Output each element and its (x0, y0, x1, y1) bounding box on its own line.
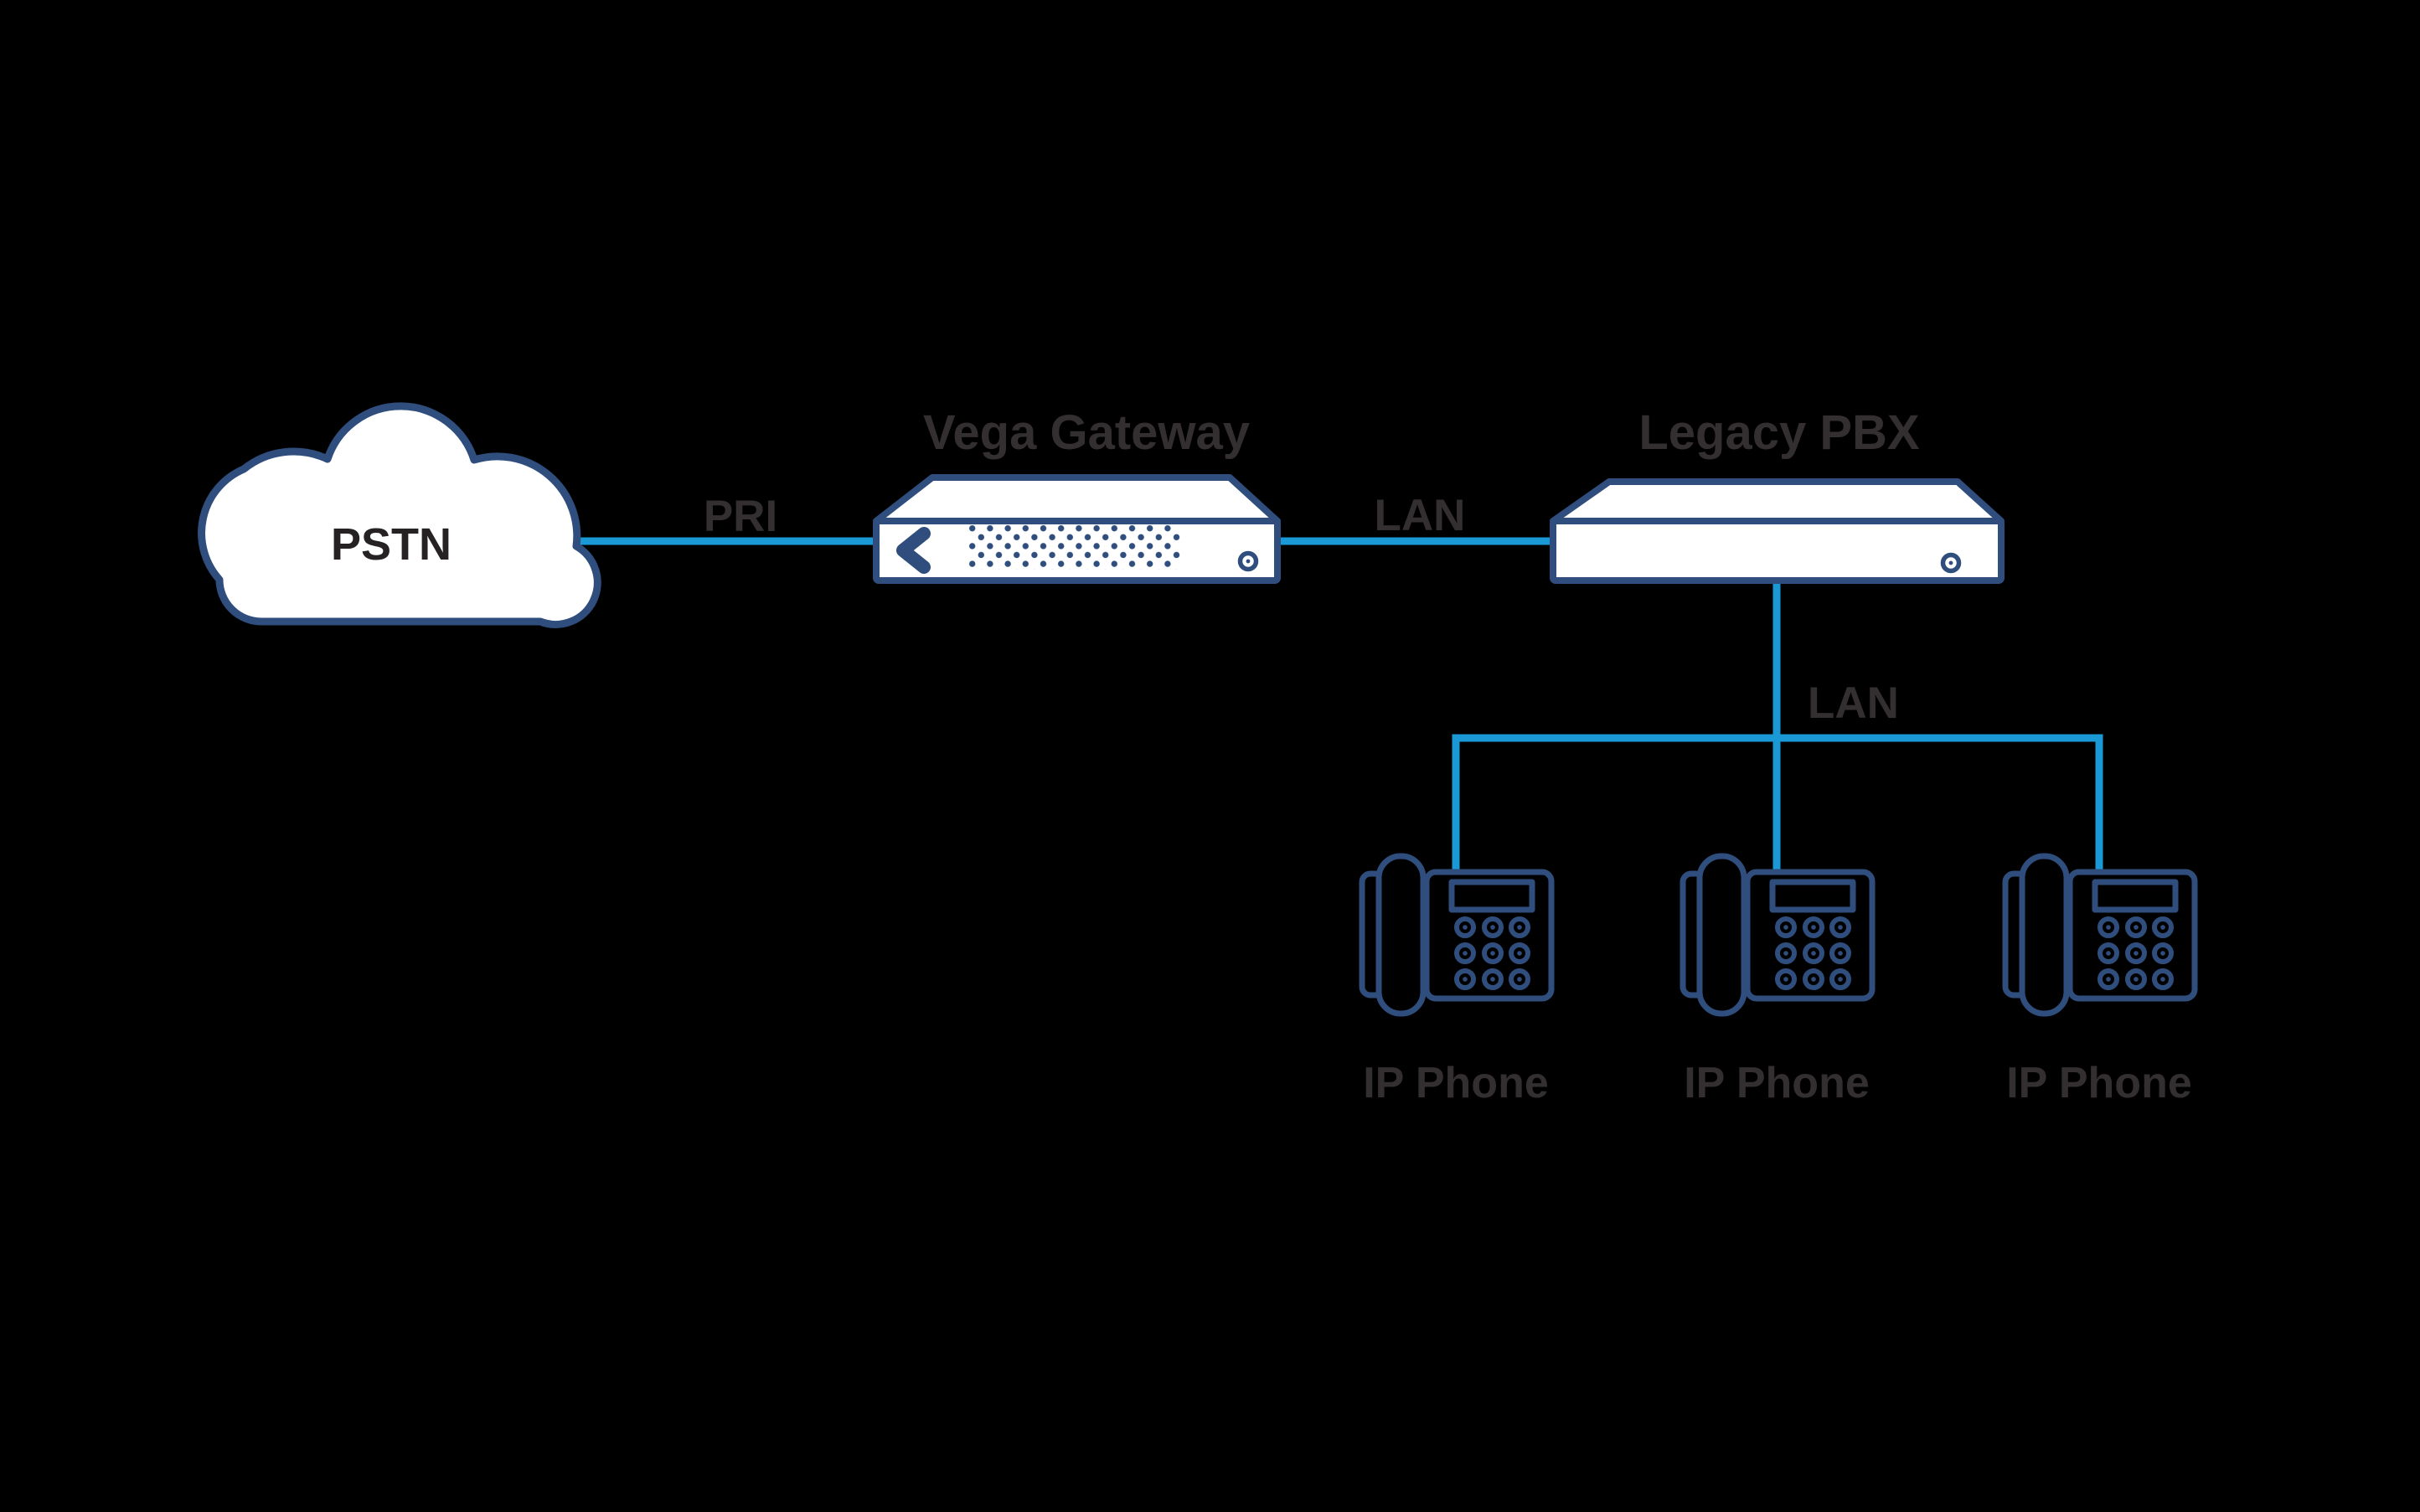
ip-phone-node-right: IP Phone (2002, 853, 2198, 1107)
phone-keypad (2098, 916, 2174, 990)
pstn-cloud-icon (198, 402, 601, 628)
phone-keypad (1775, 916, 1851, 990)
pri-link-label: PRI (704, 492, 777, 541)
legacy-pbx-node: Legacy PBX (1550, 405, 2005, 584)
ip-phone-icon (2002, 853, 2198, 1017)
lan-link-label: LAN (1375, 491, 1466, 540)
vega-gateway-node: Vega Gateway (873, 405, 1281, 584)
ip-phone-node-middle: IP Phone (1680, 853, 1876, 1107)
phone-keypad (1454, 916, 1530, 990)
phone-display (2092, 879, 2179, 913)
vega-gateway-label: Vega Gateway (923, 405, 1250, 460)
vega-vent-grid (967, 524, 1182, 570)
ip-phone-label: IP Phone (2006, 1059, 2192, 1107)
legacy-pbx-front-panel (1550, 518, 2005, 584)
ip-phone-node-left: IP Phone (1359, 853, 1555, 1107)
vega-chevron-logo-icon (896, 527, 931, 574)
phone-display (1769, 879, 1856, 913)
vega-gateway-top-panel (873, 474, 1281, 524)
lan-bus-label: LAN (1808, 679, 1899, 728)
phone-handset-icon (1375, 853, 1427, 1017)
links-layer (563, 537, 2103, 872)
ip-phone-label: IP Phone (1363, 1059, 1549, 1107)
ip-phone-icon (1359, 853, 1555, 1017)
legacy-pbx-top-panel (1550, 478, 2005, 524)
phone-display (1448, 879, 1535, 913)
ip-phone-icon (1680, 853, 1876, 1017)
ip-phone-label: IP Phone (1684, 1059, 1870, 1107)
legacy-pbx-label: Legacy PBX (1638, 405, 1920, 460)
phone-handset-icon (1696, 853, 1747, 1017)
pbx-power-led-dot (1948, 560, 1953, 565)
pstn-label: PSTN (331, 519, 451, 570)
pstn-node: PSTN (198, 402, 601, 628)
phone-handset-icon (2019, 853, 2070, 1017)
vega-power-led-dot (1246, 559, 1251, 564)
